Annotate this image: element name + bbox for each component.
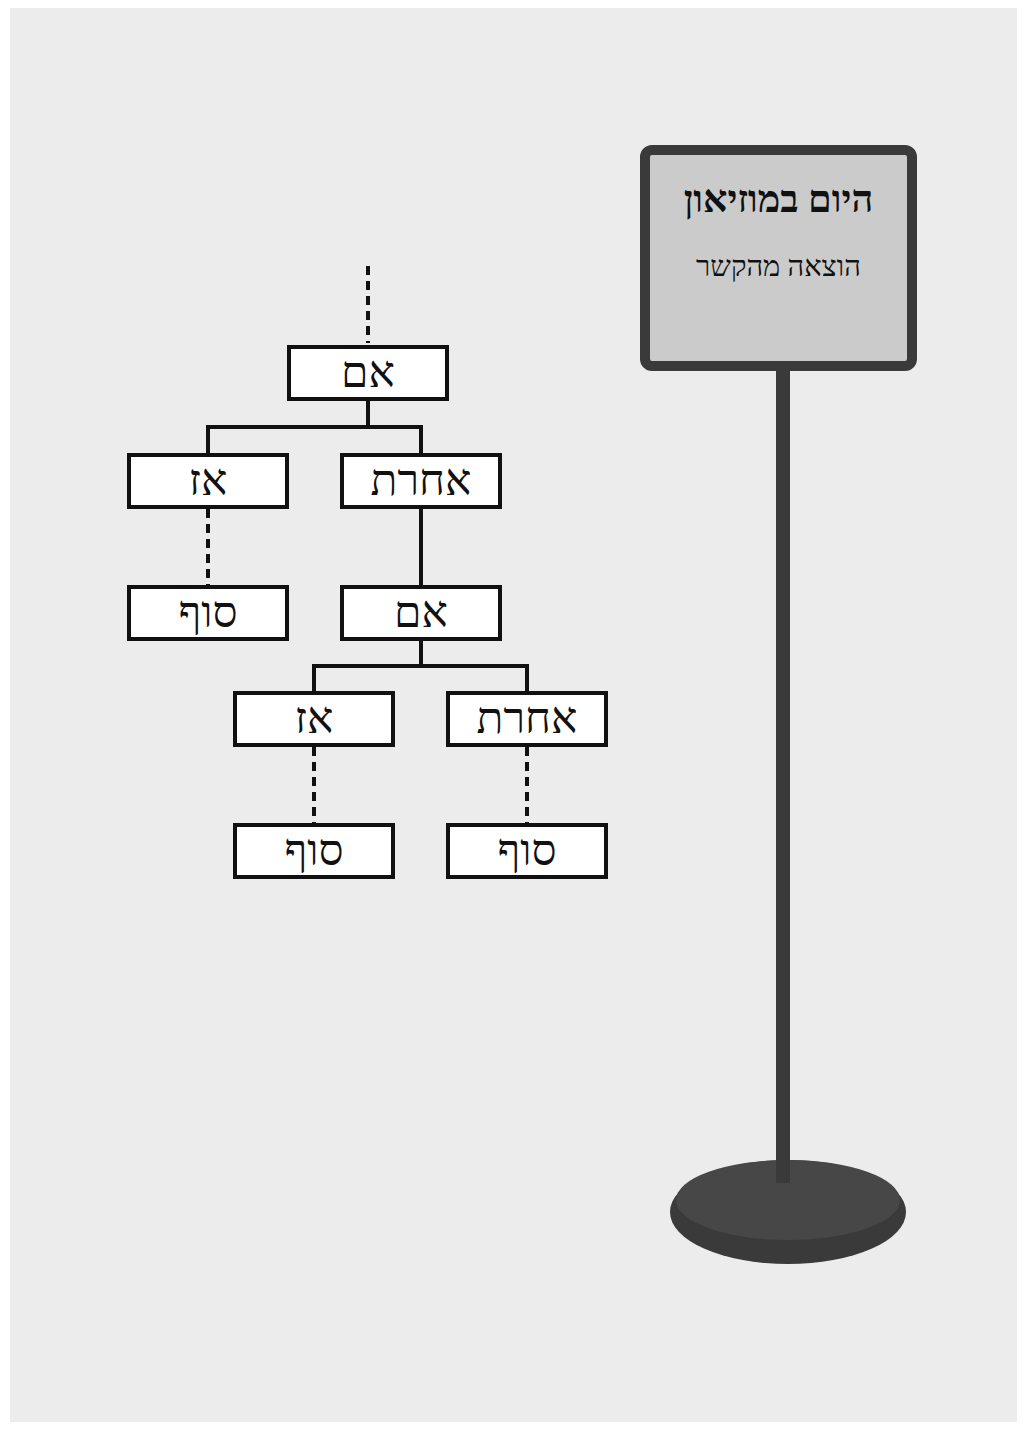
flow-box: אם xyxy=(287,345,449,401)
flow-box: אז xyxy=(127,453,289,509)
tree-connector xyxy=(419,509,423,585)
box-label: סוף xyxy=(497,829,556,873)
dashed-connector xyxy=(206,509,210,585)
stand-pole xyxy=(776,368,790,1183)
flow-box: אחרת xyxy=(446,691,608,747)
sign-subtitle: הוצאה מהקשר xyxy=(696,249,861,284)
box-label: אחרת xyxy=(371,459,472,503)
sign-board: היום במוזיאון הוצאה מהקשר xyxy=(640,145,917,371)
dashed-connector xyxy=(312,747,316,823)
flow-box: סוף xyxy=(127,585,289,641)
box-label: אחרת xyxy=(477,697,578,741)
box-label: אז xyxy=(295,697,334,741)
dashed-entry-line xyxy=(366,266,370,343)
box-label: אם xyxy=(341,351,395,395)
flow-box: אם xyxy=(340,585,502,641)
box-label: סוף xyxy=(178,591,237,635)
box-label: אז xyxy=(189,459,228,503)
tree-connector xyxy=(421,641,527,691)
box-label: אם xyxy=(394,591,448,635)
flow-box: סוף xyxy=(233,823,395,879)
tree-connector xyxy=(314,641,421,691)
sign-title: היום במוזיאון xyxy=(684,177,874,223)
tree-connector xyxy=(208,401,368,453)
flow-box: אחרת xyxy=(340,453,502,509)
dashed-connector xyxy=(525,747,529,823)
flow-box: סוף xyxy=(446,823,608,879)
tree-connector xyxy=(368,401,421,453)
flow-box: אז xyxy=(233,691,395,747)
box-label: סוף xyxy=(284,829,343,873)
